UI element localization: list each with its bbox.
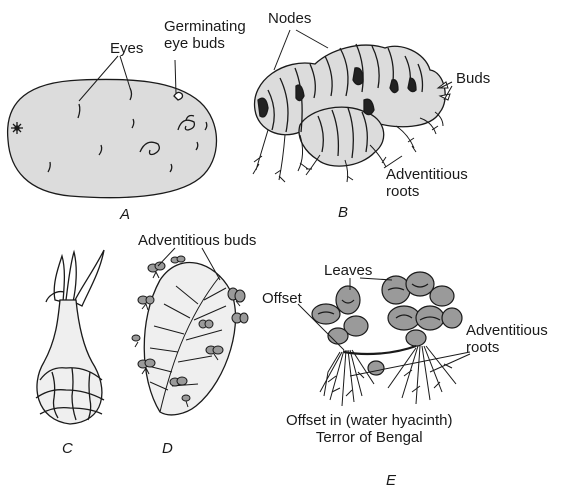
- label-adventitious-roots-b: Adventitious roots: [386, 166, 468, 200]
- label-offset: Offset: [262, 290, 302, 307]
- offset-stolon: [344, 346, 416, 354]
- rhizome-segment-2: [299, 107, 384, 166]
- leaf-middle: [66, 252, 76, 302]
- bulb-neck: [37, 300, 102, 424]
- dark-patch-5: [390, 80, 398, 93]
- leaf-right: [74, 250, 104, 306]
- label-nodes: Nodes: [268, 10, 311, 27]
- label-adventitious-roots-e: Adventitious roots: [466, 322, 548, 356]
- left-plant-roots: [320, 350, 374, 406]
- caption-e: E: [386, 472, 396, 489]
- offset-bulb-left: [368, 361, 384, 375]
- label-germinating-eye-buds: Germinating eye buds: [164, 18, 246, 52]
- left-plant-leaves: [312, 286, 368, 344]
- dark-patch-3: [353, 68, 363, 85]
- right-plant-leaves: [382, 272, 462, 346]
- leaf-left: [54, 256, 64, 302]
- panel-e-water-hyacinth: [312, 272, 462, 406]
- potato-body: [8, 79, 217, 197]
- panel-c-onion-bulb: [36, 250, 104, 424]
- caption-a: A: [120, 206, 130, 223]
- caption-c: C: [62, 440, 73, 457]
- right-plant-roots: [388, 346, 456, 404]
- panel-b-ginger-rhizome: [255, 44, 446, 166]
- label-adventitious-buds: Adventitious buds: [138, 232, 256, 249]
- caption-b: B: [338, 204, 348, 221]
- panel-a-potato-tuber: [8, 79, 217, 197]
- panel-d-leaf: [132, 256, 248, 415]
- label-leaves: Leaves: [324, 262, 372, 279]
- label-eyes: Eyes: [110, 40, 143, 57]
- label-buds: Buds: [456, 70, 490, 87]
- caption-d: D: [162, 440, 173, 457]
- dark-patch-1: [258, 98, 268, 117]
- label-offset-water-hyacinth: Offset in (water hyacinth) Terror of Ben…: [286, 412, 452, 446]
